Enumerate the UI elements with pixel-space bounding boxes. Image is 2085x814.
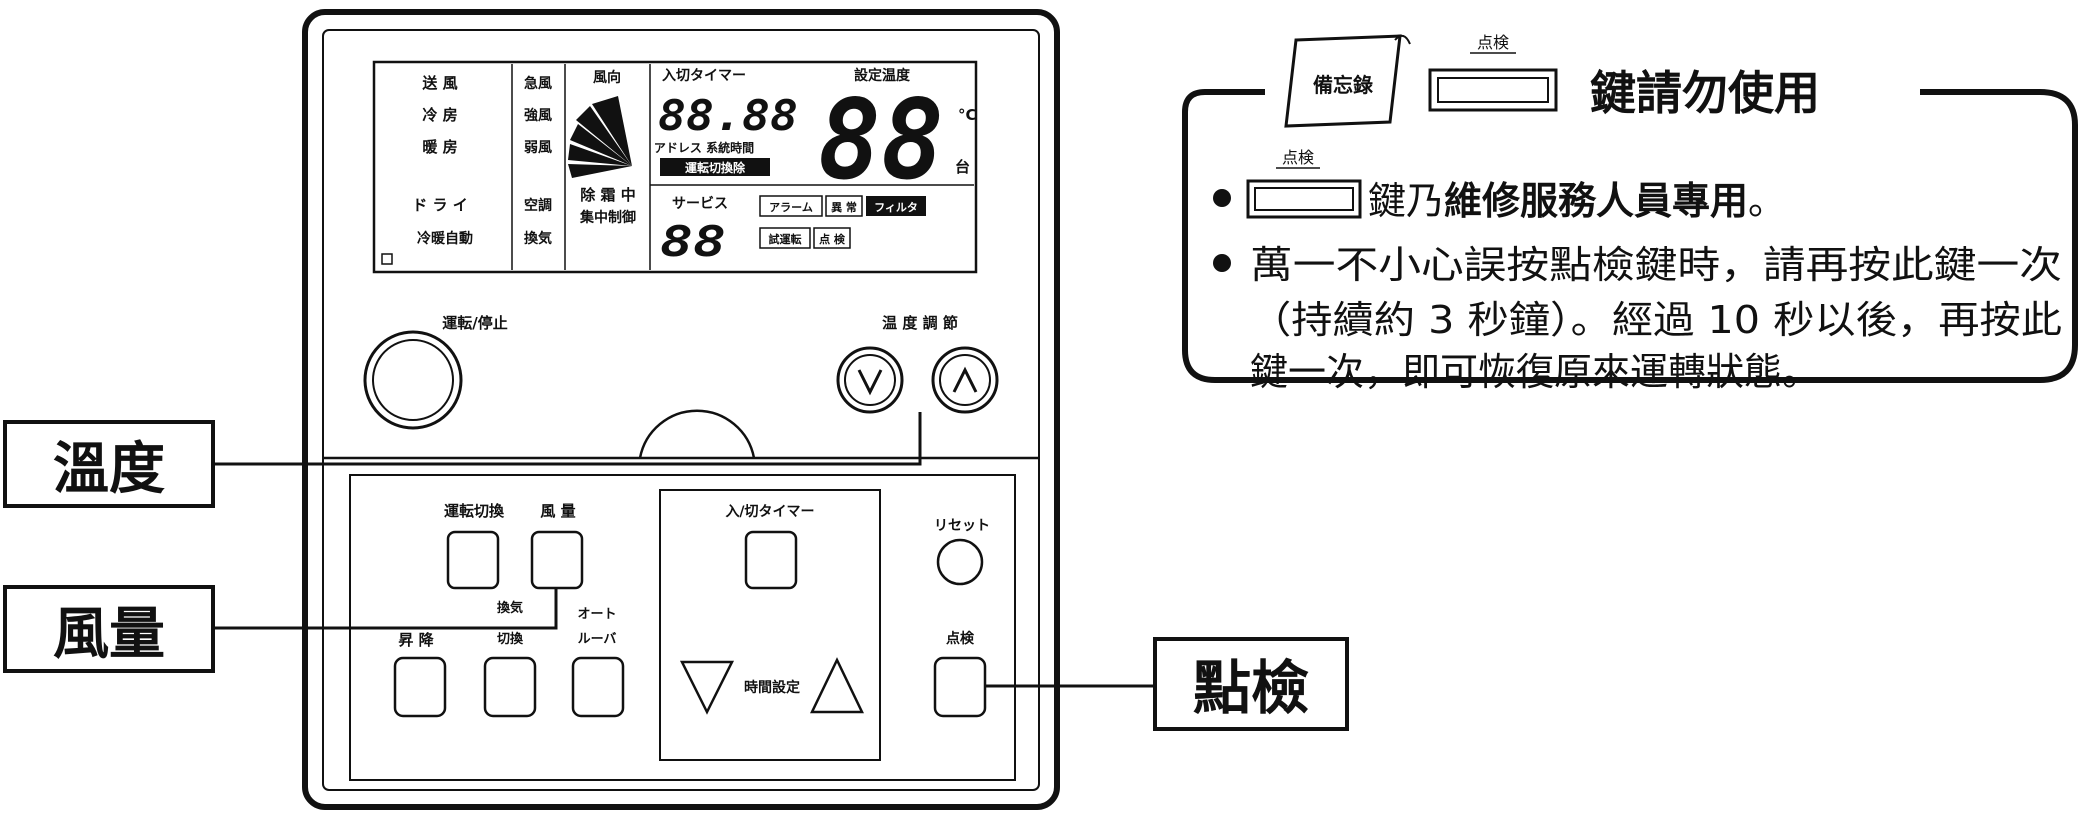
timer-panel — [659, 489, 881, 761]
fan-amount-label: 風 量 — [540, 502, 575, 520]
lcd-fan-weak: 弱風 — [524, 140, 552, 156]
lcd-aircon: 空調 — [524, 197, 552, 214]
auto-louver-label-1: オート — [577, 607, 616, 622]
note-box: 備忘錄 点検 鍵請勿使用 点検 鍵乃維修服務人員專用。 萬一不小心誤按點檢鍵時，… — [1182, 33, 2078, 394]
mode-switch-button[interactable] — [446, 530, 500, 590]
note-line1-b: 維修服務人員專用 — [1444, 179, 1748, 223]
lcd-set-temp-label: 設定温度 — [854, 67, 911, 84]
bullet-icon — [1213, 189, 1231, 207]
lcd-badge-test-run: 試運転 — [769, 232, 802, 246]
note-line2: 萬一不小心誤按點檢鍵時，請再按此鍵一次 — [1250, 243, 2062, 287]
lcd-wind-direction-label: 風向 — [593, 69, 621, 86]
lcd-fan-rapid: 急風 — [524, 75, 552, 92]
lcd-central-control: 集中制御 — [579, 209, 636, 226]
bullet-icon — [1213, 254, 1231, 272]
memo-tab-label: 備忘錄 — [1313, 73, 1373, 97]
memo-tab: 備忘錄 — [1284, 34, 1411, 128]
check-button[interactable] — [933, 656, 987, 718]
note-line1: 鍵乃維修服務人員專用。 — [1368, 179, 1786, 223]
temp-up-button[interactable] — [931, 346, 999, 414]
callout-temp: 溫度 — [3, 412, 922, 508]
note-check-button-icon-1 — [1428, 68, 1558, 112]
note-line3: （持續約 3 秒鐘）。經過 10 秒以後，再按此 — [1250, 298, 2062, 342]
time-down-triangle-icon[interactable] — [679, 660, 735, 715]
timer-button[interactable] — [744, 530, 798, 590]
lcd-mode-cool: 冷 房 — [422, 106, 457, 124]
lcd-mode-auto: 冷暖自動 — [417, 230, 473, 247]
lcd-mode-heat: 暖 房 — [422, 138, 457, 156]
reset-label: リセット — [934, 518, 990, 534]
note-check-small-2: 点検 — [1282, 148, 1314, 167]
lift-button[interactable] — [393, 656, 447, 718]
lcd-service-label: サービス — [672, 196, 728, 212]
lcd-inverted-text: 運転切換除 — [685, 160, 746, 175]
lcd-service-value: 88 — [660, 217, 726, 266]
lcd-unit-celsius: °C — [958, 106, 977, 124]
lift-label: 昇 降 — [398, 631, 434, 649]
lcd-unit-dai: 台 — [955, 158, 970, 176]
temp-down-button[interactable] — [836, 346, 904, 414]
callout-temp-label: 溫度 — [53, 437, 165, 502]
timer-label: 入/切タイマー — [725, 504, 814, 520]
callout-fan: 風量 — [3, 585, 558, 673]
lcd-mode-fan: 送 風 — [421, 74, 457, 92]
time-set-label: 時間設定 — [744, 679, 800, 696]
lcd-badge-error: 異 常 — [831, 200, 857, 214]
note-line1-c: 。 — [1748, 179, 1786, 223]
run-stop-label: 運転/停止 — [442, 314, 507, 332]
lcd-set-temp-value: 88 — [818, 76, 944, 204]
fan-amount-button[interactable] — [530, 530, 584, 590]
lcd-badge-check: 点 検 — [819, 232, 846, 246]
reset-button[interactable] — [936, 538, 984, 586]
chevron-up-icon — [952, 366, 978, 393]
auto-louver-button[interactable] — [571, 656, 625, 718]
wind-direction-fan-icon — [568, 96, 632, 178]
temp-adjust-label: 温 度 調 節 — [882, 314, 958, 332]
note-check-small-1: 点検 — [1477, 33, 1509, 52]
chevron-down-icon — [857, 369, 883, 396]
lcd-timer-value: 88.88 — [658, 91, 798, 140]
run-stop-button[interactable] — [363, 330, 463, 430]
check-label: 点検 — [946, 630, 975, 647]
lcd-vent: 換気 — [524, 230, 552, 247]
lcd-defrost: 除 霜 中 — [580, 186, 635, 204]
mode-switch-label: 運転切換 — [444, 502, 505, 520]
note-line4: 鍵一次，即可恢復原來運轉狀態。 — [1250, 350, 1820, 394]
note-title: 鍵請勿使用 — [1590, 66, 1820, 120]
callout-check-label: 點檢 — [1193, 654, 1309, 722]
note-line1-a: 鍵乃 — [1368, 179, 1444, 223]
lcd-badge-filter: フィルタ — [874, 201, 918, 214]
vent-switch-label-1: 換気 — [497, 600, 523, 616]
lcd-address-label: アドレス 系統時間 — [654, 140, 754, 155]
lcd-timer-label: 入切タイマー — [662, 68, 746, 84]
callout-fan-label: 風量 — [53, 602, 165, 667]
lcd-display: 送 風 冷 房 暖 房 ド ラ イ 冷暖自動 急風 強風 弱風 空調 換気 風向… — [372, 60, 978, 274]
vent-switch-label-2: 切換 — [497, 631, 524, 647]
vent-switch-button[interactable] — [483, 656, 537, 718]
note-check-button-icon-2 — [1246, 179, 1362, 219]
cover-arc — [638, 409, 756, 459]
lcd-badge-alarm: アラーム — [769, 201, 813, 214]
lcd-mode-dry: ド ラ イ — [412, 196, 467, 214]
auto-louver-label-2: ルーバ — [578, 632, 617, 647]
time-up-triangle-icon[interactable] — [810, 657, 864, 714]
lcd-fan-strong: 強風 — [524, 107, 552, 124]
callout-check: 點檢 — [985, 637, 1349, 731]
